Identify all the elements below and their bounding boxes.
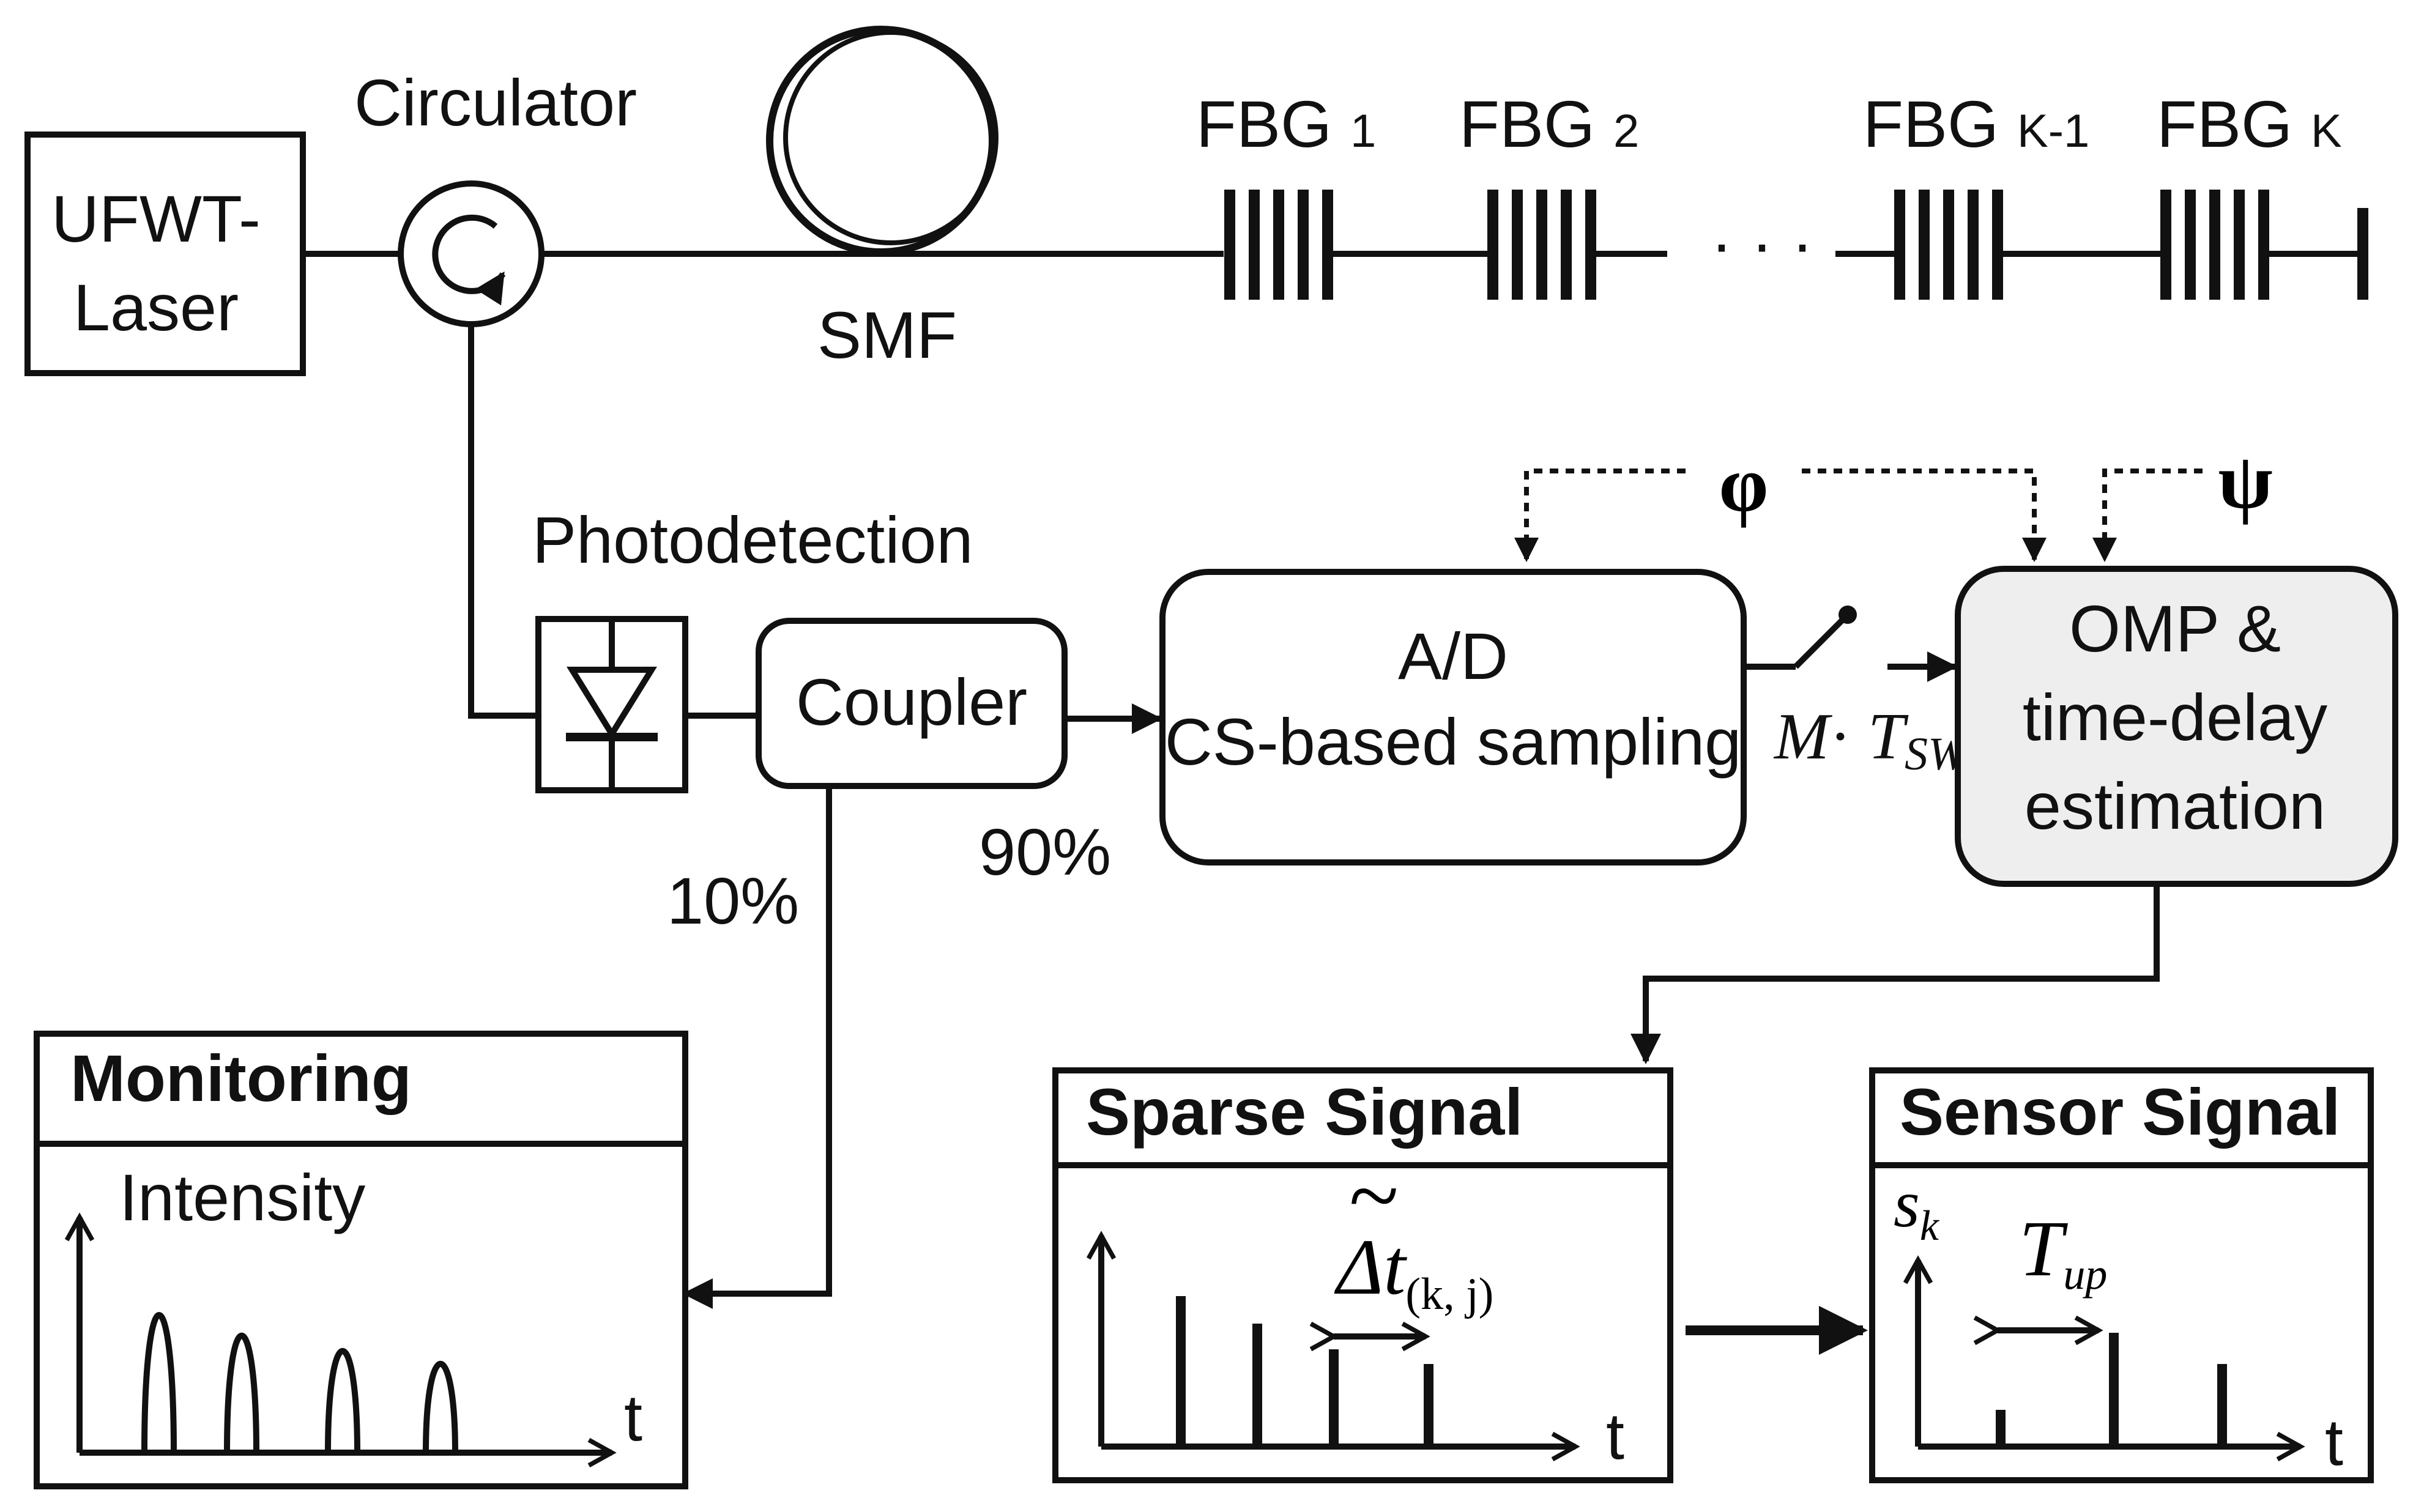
omp-label-line3: estimation: [2024, 769, 2326, 843]
fbg-k-minus-1: FBG K-1: [1863, 87, 2089, 300]
fbg-grating-icon: [1487, 190, 1596, 300]
omp-estimation-block: OMP & time-delay estimation: [1955, 566, 2398, 887]
laser-label-line2: Laser: [73, 270, 239, 344]
fbg-grating-icon: [1894, 190, 2003, 300]
fbg-grating-icon: [2160, 190, 2269, 300]
monitoring-pulse: [224, 1332, 259, 1453]
monitoring-pulse: [423, 1361, 458, 1453]
sparse-annotation-tilde: ~: [1349, 1145, 1399, 1247]
sensor-title: Sensor Signal: [1900, 1075, 2340, 1149]
smf-spool-icon: [766, 26, 998, 256]
circulator-to-photodetector-line: [468, 324, 538, 719]
split-10-label: 10%: [667, 864, 799, 938]
monitoring-ylabel: Intensity: [119, 1160, 365, 1234]
monitoring-title: Monitoring: [70, 1041, 412, 1115]
smf-label: SMF: [817, 298, 957, 372]
psi-to-omp-dotted-arrow: [2092, 469, 2203, 562]
sensor-spike-series: [1996, 1333, 2227, 1447]
phi-symbol: φ: [1719, 440, 1768, 528]
circulator-label: Circulator: [354, 65, 637, 139]
sensor-signal-panel: Sensor Signal sk t Tup: [1869, 1067, 2374, 1483]
ad-sampling-block: A/D CS-based sampling: [1159, 569, 1747, 865]
ad-label: A/D: [1398, 619, 1508, 693]
omp-to-sparse-arrow: [1630, 884, 2160, 1064]
monitoring-pulse: [325, 1348, 360, 1453]
fbg-2-label: FBG 2: [1459, 87, 1639, 161]
phi-to-omp-dotted-arrow: [1802, 469, 2047, 562]
sensor-xlabel: t: [2325, 1405, 2343, 1479]
sampling-switch-icon: [1744, 606, 1958, 682]
sparse-annotation: Δt(k, j): [1334, 1223, 1493, 1319]
phi-to-ad-dotted-arrow: [1514, 469, 1686, 562]
fbg-grating-icon: [1224, 190, 1333, 300]
sparse-xlabel: t: [1606, 1399, 1624, 1473]
laser-label-line1: UFWT-: [51, 182, 261, 256]
psi-symbol: ψ: [2218, 437, 2272, 525]
fbg-k-minus-1-label: FBG K-1: [1863, 87, 2089, 161]
fbg-2: FBG 2: [1459, 87, 1639, 300]
photodetection-label: Photodetection: [532, 503, 973, 577]
coupler-label: Coupler: [796, 665, 1027, 739]
laser-block: UFWT- Laser: [24, 132, 306, 376]
fbg-ellipsis: · · ·: [1711, 206, 1813, 280]
sensor-ylabel: sk: [1894, 1166, 1940, 1250]
sparse-title: Sparse Signal: [1086, 1075, 1523, 1149]
coupler-block: Coupler: [756, 618, 1068, 789]
fbg-1-label: FBG 1: [1196, 87, 1376, 161]
omp-label-line1: OMP &: [2069, 591, 2281, 665]
fbg-1: FBG 1: [1196, 87, 1376, 300]
switch-period-label: M· TSW: [1773, 700, 1971, 780]
split-90-label: 90%: [979, 815, 1111, 889]
photodiode-icon: [566, 619, 658, 790]
monitoring-panel: Monitoring Intensity t: [34, 1031, 688, 1489]
cs-sampling-label: CS-based sampling: [1165, 705, 1741, 779]
fbg-k: FBG K: [2157, 87, 2342, 300]
monitoring-pulse: [141, 1312, 177, 1453]
sensor-annotation: Tup: [2019, 1205, 2107, 1299]
monitoring-pulse-series: [141, 1312, 458, 1453]
fbg-k-label: FBG K: [2157, 87, 2342, 161]
coupler-to-monitoring-arrow: [682, 786, 832, 1309]
circulator: [398, 180, 545, 327]
photodetector: [535, 616, 688, 793]
sparse-spike-series: [1176, 1296, 1433, 1447]
circulator-rotation-icon: [432, 214, 506, 306]
monitoring-xlabel: t: [624, 1380, 642, 1455]
omp-label-line2: time-delay: [2023, 680, 2327, 754]
sparse-signal-panel: Sparse Signal t ~ Δt(k, j): [1052, 1067, 1673, 1483]
